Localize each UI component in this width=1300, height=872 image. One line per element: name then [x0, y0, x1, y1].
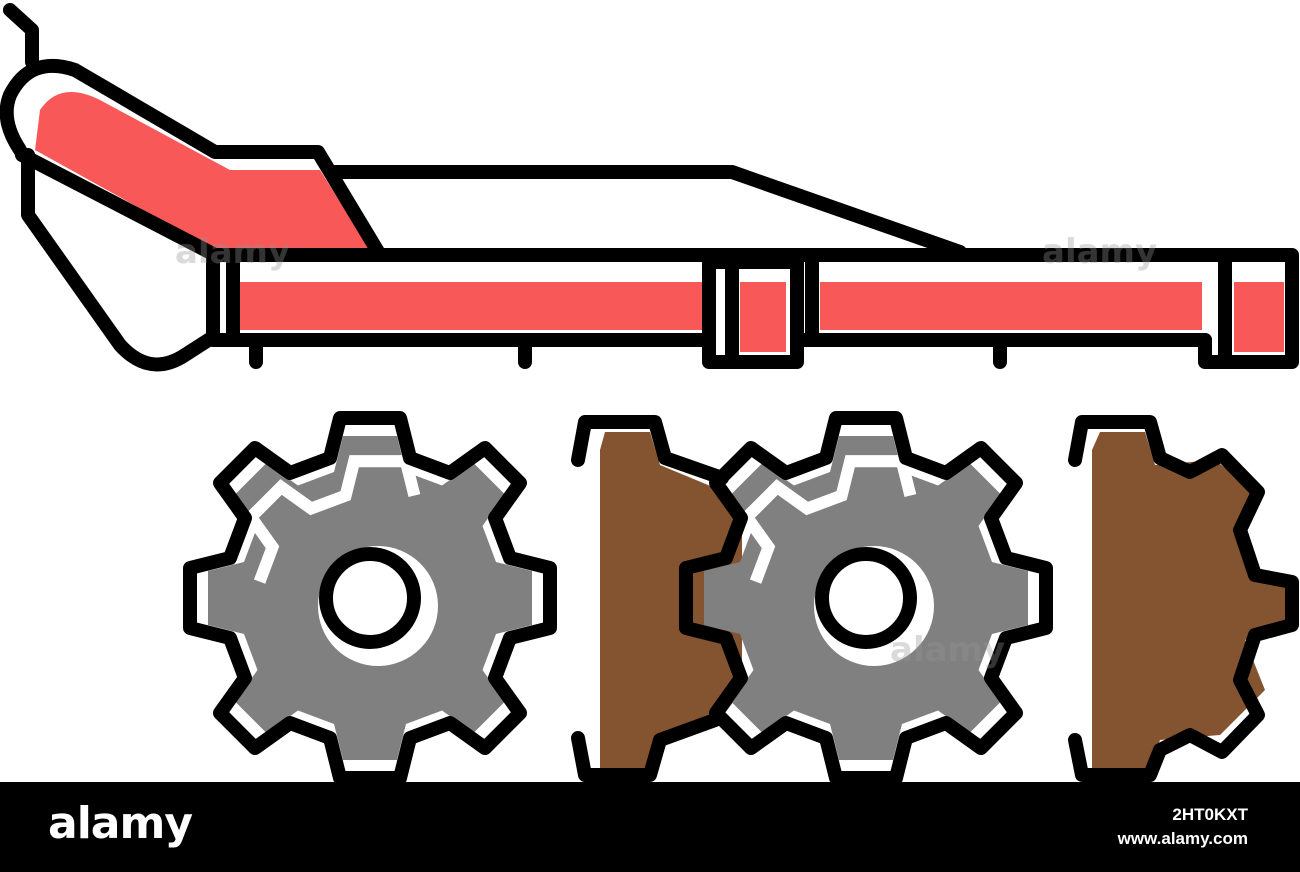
frame-outline — [0, 3, 1299, 372]
frame-fill — [35, 92, 1284, 352]
brand-logo: alamy — [48, 798, 193, 849]
disc-harrow-icon — [0, 3, 1299, 782]
footer-bar: alamy 2HT0KXT www.alamy.com — [0, 782, 1300, 872]
soil-half-disc-right — [1068, 415, 1299, 782]
site-url: www.alamy.com — [1117, 829, 1248, 848]
disc-gear-left — [190, 418, 550, 778]
image-id: 2HT0KXT — [1172, 805, 1248, 824]
disc-gear-right — [686, 418, 1046, 778]
soil-half-disc-left — [571, 415, 742, 782]
